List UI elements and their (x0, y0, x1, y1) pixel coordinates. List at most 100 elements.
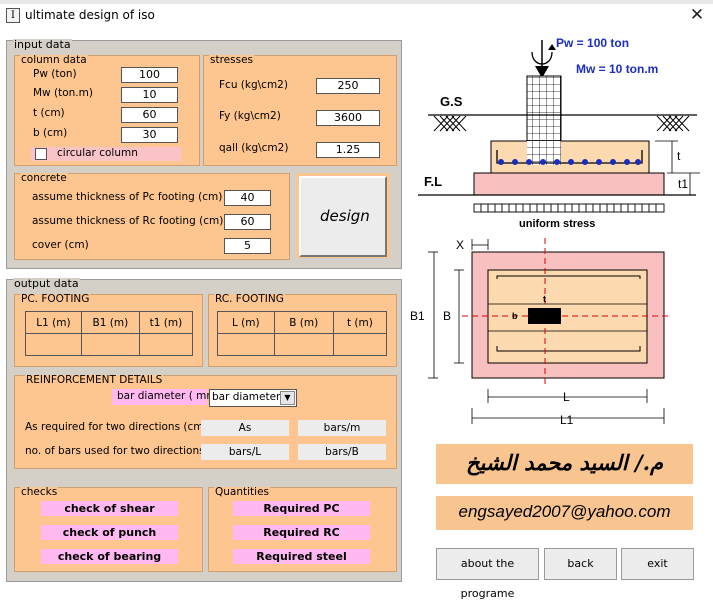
mw-label: Mw (ton.m) (33, 87, 93, 99)
fcu-input[interactable]: 250 (316, 78, 380, 94)
pw-input[interactable]: 100 (121, 67, 178, 83)
cover-input[interactable]: 5 (224, 238, 271, 254)
pc-l1-header: L1 (m) (25, 311, 82, 334)
mw-arc-head (548, 44, 556, 50)
pc-b1-value (80, 333, 140, 356)
author-email: engsayed2007@yahoo.com (458, 502, 671, 521)
pc-thickness-label: assume thickness of Pc footing (cm) (32, 191, 223, 203)
b-label: b (cm) (33, 127, 68, 139)
mw-arc (531, 51, 553, 65)
rc-thickness-input[interactable]: 60 (224, 214, 271, 230)
rebar-dots (498, 159, 641, 165)
ground-hatch-left (433, 115, 467, 132)
as-required-label: As required for two directions (cm2) (25, 421, 215, 433)
output-data-label: output data (13, 277, 80, 290)
design-button-label: design (320, 207, 370, 225)
circular-column-label: circular column (57, 147, 138, 159)
l1-dim-text: L1 (560, 413, 574, 427)
uniform-stress-text: uniform stress (519, 218, 595, 230)
rc-b-header: B (m) (273, 311, 334, 334)
fcu-label: Fcu (kg\cm2) (219, 79, 288, 91)
required-steel-button[interactable]: Required steel (233, 549, 370, 564)
app-icon: I (6, 8, 20, 23)
input-data-label: input data (13, 38, 72, 51)
t-label: t (cm) (33, 107, 65, 119)
fy-label: Fy (kg\cm2) (219, 110, 281, 122)
bars-l-box: bars/L (201, 444, 289, 460)
check-shear-button[interactable]: check of shear (41, 501, 178, 516)
mw-text: Mw = 10 ton.m (576, 62, 658, 76)
cover-label: cover (cm) (32, 239, 89, 251)
design-button-face (299, 176, 387, 257)
back-button[interactable]: back (544, 548, 617, 580)
required-pc-button[interactable]: Required PC (233, 501, 370, 516)
concrete-group: concrete assume thickness of Pc footing … (14, 173, 290, 260)
column-plan (528, 308, 561, 324)
b-input[interactable]: 30 (121, 127, 178, 143)
pc-footing-label: PC. FOOTING (20, 293, 91, 305)
pc-footing-group: PC. FOOTING L1 (m) B1 (m) t1 (m) (14, 294, 203, 367)
rc-t-value (332, 333, 388, 356)
rc-l-value (217, 333, 275, 356)
author-name-banner: م./ السيد محمد الشيخ (436, 444, 693, 484)
close-icon[interactable]: ✕ (689, 5, 705, 25)
bar-diameter-select[interactable]: bar diameter ▼ (209, 389, 297, 407)
gs-text: G.S (440, 94, 463, 109)
check-punch-button[interactable]: check of punch (41, 525, 178, 540)
column-data-label: column data (20, 54, 88, 66)
footing-diagram: Pw = 100 ton Mw = 10 ton.m G.S F.L t t1 … (410, 36, 700, 427)
design-button[interactable]: design (296, 173, 390, 258)
b-dim-text: B (443, 309, 451, 323)
fl-text: F.L (424, 174, 442, 189)
circular-column-row[interactable]: circular column (31, 147, 181, 161)
mw-input[interactable]: 10 (121, 87, 178, 103)
checks-label: checks (20, 486, 59, 498)
rc-footing-group: RC. FOOTING L (m) B (m) t (m) (208, 294, 397, 367)
author-email-banner: engsayed2007@yahoo.com (436, 496, 693, 530)
rc-footing-table: L (m) B (m) t (m) (217, 311, 388, 356)
rc-thickness-label: assume thickness of Rc footing (cm) (32, 215, 224, 227)
pw-text: Pw = 100 ton (556, 36, 629, 50)
pc-footing-table: L1 (m) B1 (m) t1 (m) (25, 311, 194, 356)
input-data-frame: input data column data Pw (ton) 100 Mw (… (6, 38, 402, 269)
bars-used-label: no. of bars used for two directions (25, 445, 205, 457)
column-section (526, 75, 562, 149)
pc-footing-section (473, 172, 665, 196)
fy-input[interactable]: 3600 (316, 110, 380, 126)
bar-diameter-label-box: bar diameter ( mm ) (112, 389, 224, 405)
bars-per-m-box: bars/m (298, 420, 386, 436)
bars-b-box: bars/B (298, 444, 386, 460)
t1-dim-text: t1 (678, 177, 688, 191)
pw-arrow-head (535, 66, 549, 78)
concrete-label: concrete (20, 172, 68, 184)
about-button[interactable]: about the programe (436, 548, 539, 600)
reinforcement-label: REINFORCEMENT DETAILS (25, 374, 164, 386)
pc-thickness-input[interactable]: 40 (224, 190, 271, 206)
output-data-frame: output data PC. FOOTING L1 (m) B1 (m) t1… (6, 277, 402, 582)
reinforcement-group: REINFORCEMENT DETAILS bar diameter ( mm … (14, 375, 397, 469)
chevron-down-icon[interactable]: ▼ (280, 391, 295, 405)
exit-button[interactable]: exit (621, 548, 694, 580)
qall-input[interactable]: 1.25 (316, 142, 380, 158)
pc-l1-value (25, 333, 82, 356)
quantities-label: Quantities (214, 486, 271, 498)
bar-diameter-label: bar diameter ( mm ) (117, 390, 225, 402)
check-bearing-button[interactable]: check of bearing (41, 549, 178, 564)
pc-t1-value (138, 333, 194, 356)
rc-footing-label: RC. FOOTING (214, 293, 285, 305)
rc-t-header: t (m) (332, 311, 388, 334)
window-title: ultimate design of iso (25, 8, 155, 22)
b1-dim-text: B1 (410, 309, 425, 323)
author-name: م./ السيد محمد الشيخ (465, 450, 664, 475)
b-plan-text: b (512, 311, 518, 321)
stresses-group: stresses Fcu (kg\cm2) 250 Fy (kg\cm2) 36… (203, 55, 397, 166)
checks-group: checks check of shear check of punch che… (14, 487, 203, 572)
circular-column-checkbox[interactable] (35, 148, 47, 160)
t-plan-text: t (543, 294, 546, 304)
stresses-label: stresses (209, 54, 255, 66)
required-rc-button[interactable]: Required RC (233, 525, 370, 540)
pc-t1-header: t1 (m) (138, 311, 194, 334)
ground-hatch-right (656, 115, 690, 132)
rc-l-header: L (m) (217, 311, 275, 334)
t-input[interactable]: 60 (121, 107, 178, 123)
